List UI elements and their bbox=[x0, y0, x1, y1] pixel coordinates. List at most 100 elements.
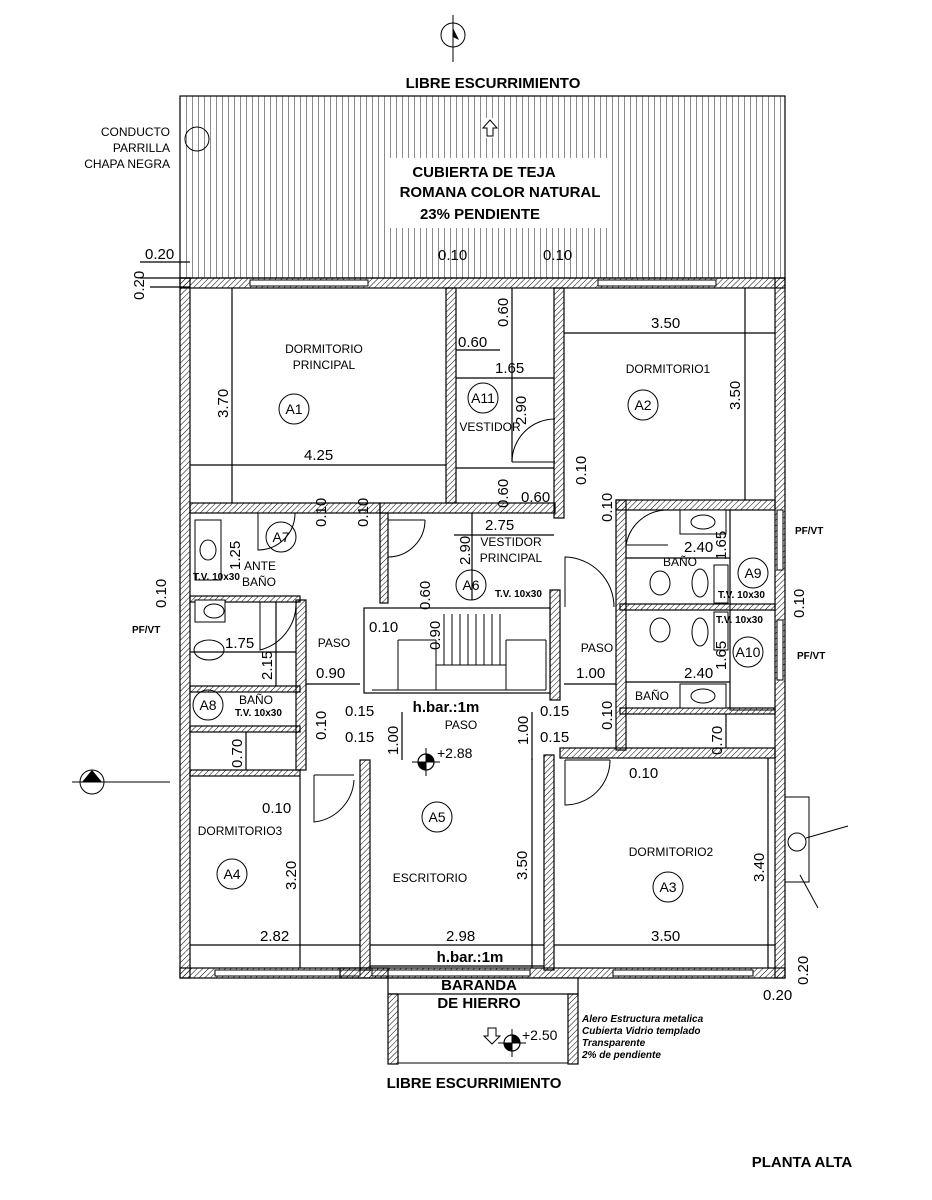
level-288: +2.88 bbox=[437, 745, 473, 761]
svg-text:0.20: 0.20 bbox=[795, 956, 812, 985]
svg-text:0.15: 0.15 bbox=[345, 729, 374, 746]
chimney-icon bbox=[184, 126, 210, 152]
room-tag-a7: A7 bbox=[265, 521, 297, 553]
svg-text:4.25: 4.25 bbox=[304, 447, 333, 464]
svg-text:2.40: 2.40 bbox=[684, 665, 713, 682]
svg-text:0.10: 0.10 bbox=[313, 498, 330, 527]
svg-text:0.10: 0.10 bbox=[599, 701, 616, 730]
railing-height-2: h.bar.:1m bbox=[437, 949, 504, 966]
pfvt-note-1: PF/VT bbox=[795, 526, 823, 537]
tv-note-1: T.V. 10x30 bbox=[193, 572, 240, 583]
svg-text:0.60: 0.60 bbox=[458, 334, 487, 351]
svg-text:3.20: 3.20 bbox=[283, 861, 300, 890]
svg-text:A4: A4 bbox=[223, 866, 240, 882]
level-250: +2.50 bbox=[522, 1027, 558, 1043]
exterior-walls bbox=[179, 277, 786, 979]
roof-note-line1: CUBIERTA DE TEJA bbox=[412, 164, 556, 181]
svg-text:1.00: 1.00 bbox=[576, 665, 605, 682]
bottom-label: LIBRE ESCURRIMIENTO bbox=[387, 1075, 562, 1092]
room-tag-a5: A5 bbox=[421, 801, 453, 833]
svg-text:1.25: 1.25 bbox=[227, 541, 244, 570]
tv-note-2: T.V. 10x30 bbox=[235, 708, 282, 719]
room-paso-2-name: PASO bbox=[581, 641, 613, 655]
svg-text:0.10: 0.10 bbox=[599, 493, 616, 522]
eave-note-line3: Transparente bbox=[582, 1038, 646, 1049]
room-tag-a2: A2 bbox=[627, 389, 659, 421]
svg-text:0.15: 0.15 bbox=[540, 729, 569, 746]
svg-text:0.10: 0.10 bbox=[791, 589, 808, 618]
svg-text:0.15: 0.15 bbox=[345, 703, 374, 720]
svg-text:0.10: 0.10 bbox=[629, 765, 658, 782]
room-paso-1-name: PASO bbox=[318, 636, 350, 650]
slope-arrow-icon bbox=[482, 1027, 502, 1045]
svg-text:0.10: 0.10 bbox=[313, 711, 330, 740]
exterior-vent bbox=[784, 796, 849, 909]
svg-text:3.40: 3.40 bbox=[751, 853, 768, 882]
railing-note-line1: BARANDA bbox=[441, 977, 517, 994]
room-a7-name-2: BAÑO bbox=[242, 575, 276, 589]
dimension-labels: 0.20 0.20 0.10 0.10 3.50 3.50 3.70 4.25 … bbox=[131, 246, 812, 1004]
room-a11-name: VESTIDOR bbox=[459, 420, 521, 434]
svg-text:2.15: 2.15 bbox=[259, 651, 276, 680]
svg-text:2.82: 2.82 bbox=[260, 928, 289, 945]
svg-text:1.65: 1.65 bbox=[495, 360, 524, 377]
slope-arrow-icon bbox=[481, 118, 499, 138]
svg-text:0.10: 0.10 bbox=[573, 456, 590, 485]
svg-text:A7: A7 bbox=[272, 529, 289, 545]
svg-text:A11: A11 bbox=[471, 390, 495, 406]
svg-text:0.10: 0.10 bbox=[262, 800, 291, 817]
svg-text:0.60: 0.60 bbox=[495, 298, 512, 327]
svg-text:3.50: 3.50 bbox=[651, 315, 680, 332]
level-marker-icon bbox=[412, 748, 440, 776]
room-tag-a8: A8 bbox=[192, 689, 224, 721]
room-a1-name-1: DORMITORIO bbox=[285, 342, 363, 356]
svg-text:A5: A5 bbox=[428, 809, 445, 825]
sheet-title: PLANTA ALTA bbox=[752, 1154, 853, 1171]
section-marker-icon: A bbox=[72, 769, 170, 795]
north-arrow-icon bbox=[440, 15, 466, 62]
svg-text:1.00: 1.00 bbox=[385, 726, 402, 755]
room-a2-name: DORMITORIO1 bbox=[626, 362, 711, 376]
room-a6-name-1: VESTIDOR bbox=[480, 535, 542, 549]
chimney-note-line3: CHAPA NEGRA bbox=[84, 157, 170, 171]
section-marker-label: A bbox=[88, 773, 95, 784]
roof-note-line3: 23% PENDIENTE bbox=[420, 206, 540, 223]
eave-note-line4: 2% de pendiente bbox=[581, 1050, 661, 1061]
balcony bbox=[339, 967, 579, 1065]
svg-text:2.75: 2.75 bbox=[485, 517, 514, 534]
svg-text:0.10: 0.10 bbox=[543, 247, 572, 264]
tv-note-3: T.V. 10x30 bbox=[495, 589, 542, 600]
svg-text:A3: A3 bbox=[659, 879, 676, 895]
eave-note-line2: Cubierta Vidrio templado bbox=[582, 1026, 701, 1037]
svg-text:0.60: 0.60 bbox=[521, 489, 550, 506]
room-a10-name: BAÑO bbox=[635, 689, 669, 703]
room-a4-name: DORMITORIO3 bbox=[198, 824, 283, 838]
svg-text:0.15: 0.15 bbox=[540, 703, 569, 720]
top-label: LIBRE ESCURRIMIENTO bbox=[406, 75, 581, 92]
roof-area: CUBIERTA DE TEJA ROMANA COLOR NATURAL 23… bbox=[179, 95, 786, 279]
svg-text:0.60: 0.60 bbox=[417, 581, 434, 610]
svg-text:1.65: 1.65 bbox=[713, 531, 730, 560]
room-paso-3-name: PASO bbox=[445, 718, 477, 732]
svg-text:A1: A1 bbox=[285, 401, 302, 417]
room-tag-a6: A6 bbox=[455, 569, 487, 601]
room-a7-name-1: ANTE bbox=[244, 559, 276, 573]
svg-text:0.20: 0.20 bbox=[145, 246, 174, 263]
pfvt-note-2: PF/VT bbox=[132, 625, 160, 636]
level-marker-icon bbox=[498, 1029, 526, 1057]
room-tag-a11: A11 bbox=[467, 382, 499, 414]
room-a3-name: DORMITORIO2 bbox=[629, 845, 714, 859]
svg-text:0.70: 0.70 bbox=[709, 726, 726, 755]
svg-text:0.60: 0.60 bbox=[495, 479, 512, 508]
svg-text:1.65: 1.65 bbox=[713, 641, 730, 670]
svg-text:2.90: 2.90 bbox=[457, 536, 474, 565]
staircase bbox=[363, 607, 551, 694]
svg-text:2.90: 2.90 bbox=[513, 396, 530, 425]
svg-text:3.70: 3.70 bbox=[215, 389, 232, 418]
pfvt-note-3: PF/VT bbox=[797, 651, 825, 662]
svg-text:A6: A6 bbox=[462, 577, 479, 593]
room-tag-a10: A10 bbox=[732, 636, 764, 668]
svg-text:1.75: 1.75 bbox=[225, 635, 254, 652]
svg-text:0.10: 0.10 bbox=[438, 247, 467, 264]
